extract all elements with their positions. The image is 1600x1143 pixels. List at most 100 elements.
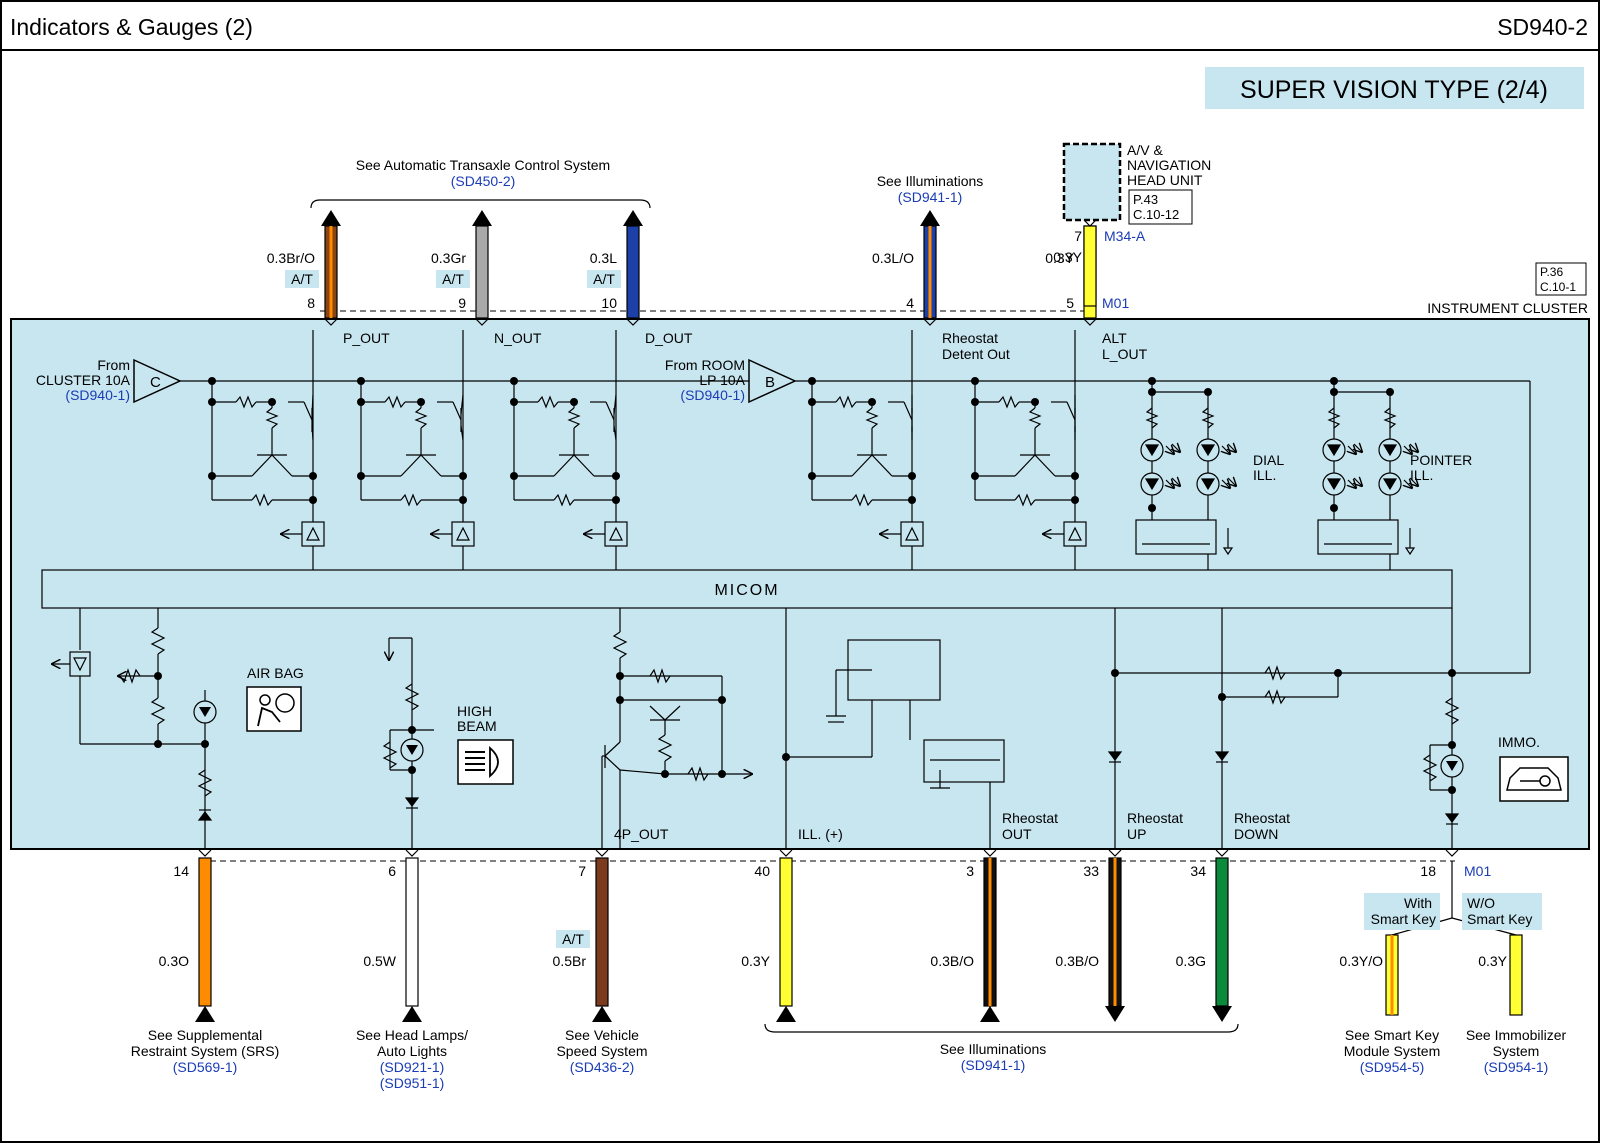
headunit-pin: 7 bbox=[1074, 228, 1082, 244]
bottom-wire-pin: 18 bbox=[1420, 863, 1436, 879]
vss-ref-1: See Vehicle bbox=[565, 1027, 639, 1043]
top-wire-arrow bbox=[623, 210, 643, 226]
top-wire-label: 0.3Br/O bbox=[267, 250, 315, 266]
atcs-ref-code: (SD450-2) bbox=[451, 173, 516, 189]
driver-resistor-2 bbox=[400, 493, 422, 507]
immo-icon bbox=[1499, 756, 1569, 802]
highbeam-node bbox=[408, 726, 416, 734]
bottom-wire-label: 0.3Y bbox=[741, 953, 770, 969]
bottom-wire-label: 0.3O bbox=[159, 953, 189, 969]
top-wire-arrow bbox=[920, 210, 940, 226]
bottom-wire-terminal bbox=[1108, 849, 1122, 857]
bottom-wire-arrow bbox=[980, 1006, 1000, 1022]
vss-output-circuit bbox=[601, 608, 752, 850]
input-c-from-1: From bbox=[97, 357, 130, 373]
illum-brace bbox=[764, 1023, 1239, 1033]
driver-node bbox=[510, 472, 518, 480]
top-wire-signal: D_OUT bbox=[645, 330, 693, 346]
wo-smartkey-wire bbox=[1509, 934, 1523, 1016]
driver-node bbox=[971, 398, 979, 406]
immo-ref-code: (SD954-1) bbox=[1484, 1059, 1549, 1075]
head-ref-2: Auto Lights bbox=[377, 1043, 447, 1059]
rheo-node-1 bbox=[1111, 669, 1119, 677]
smk-ref-1: See Smart Key bbox=[1345, 1027, 1439, 1043]
bottom-wire-terminal bbox=[405, 849, 419, 857]
top-wire-pin: 9 bbox=[458, 295, 466, 311]
immo-led-triangle bbox=[1446, 761, 1458, 771]
bottom-wire-tag: A/T bbox=[562, 931, 584, 947]
head-ref-1: See Head Lamps/ bbox=[356, 1027, 468, 1043]
top-wire-pin: 10 bbox=[601, 295, 617, 311]
driver-node bbox=[808, 377, 816, 385]
top-wire-label: 0.3L bbox=[590, 250, 617, 266]
led-ray bbox=[1228, 444, 1236, 452]
led-resistor bbox=[1145, 407, 1159, 429]
driver-node bbox=[570, 398, 578, 406]
input-b-from-1: From ROOM bbox=[665, 357, 745, 373]
cluster-name: INSTRUMENT CLUSTER bbox=[1427, 300, 1588, 316]
illum-bottom-ref-1: See Illuminations bbox=[940, 1041, 1047, 1057]
driver-buffer bbox=[451, 521, 475, 547]
bottom-wire-terminal bbox=[198, 849, 212, 857]
top-wire-label: 0.3Y bbox=[1045, 250, 1074, 266]
top-wire-label: 0.3Gr bbox=[431, 250, 466, 266]
transistor-leg bbox=[420, 454, 442, 477]
dial-led-array bbox=[1135, 381, 1236, 570]
led-ground-icon bbox=[1404, 547, 1416, 556]
top-wire-terminal bbox=[324, 318, 338, 326]
atcs-ref-label: See Automatic Transaxle Control System bbox=[356, 157, 610, 173]
driver-resistor bbox=[835, 395, 857, 409]
highbeam-label-2: BEAM bbox=[457, 718, 497, 734]
driver-node bbox=[510, 377, 518, 385]
led-triangle bbox=[1326, 478, 1342, 491]
top-wire-terminal bbox=[923, 318, 937, 326]
bottom-wire-body bbox=[1215, 857, 1229, 1007]
driver-node bbox=[208, 472, 216, 480]
wo-smartkey-1: W/O bbox=[1467, 895, 1495, 911]
wo-smartkey-box bbox=[1462, 893, 1542, 930]
driver-buffer-triangle bbox=[609, 526, 623, 541]
bottom-wire-pin: 40 bbox=[754, 863, 770, 879]
transistor-leg bbox=[553, 454, 575, 477]
wo-smartkey-wire-label: 0.3Y bbox=[1478, 953, 1507, 969]
vss-node-4 bbox=[661, 770, 669, 778]
driver-wire bbox=[452, 401, 462, 421]
bottom-wire-terminal bbox=[983, 849, 997, 857]
top-wire-connector: M01 bbox=[1102, 295, 1129, 311]
driver-node bbox=[208, 377, 216, 385]
driver-resistor bbox=[384, 395, 406, 409]
head-ref-code: (SD921-1) bbox=[380, 1059, 445, 1075]
immo-ref-1: See Immobilizer bbox=[1466, 1027, 1567, 1043]
transistor-leg bbox=[1034, 454, 1056, 477]
driver-node bbox=[510, 398, 518, 406]
transistor-leg bbox=[1014, 454, 1036, 477]
vss-ref-code: (SD436-2) bbox=[570, 1059, 635, 1075]
bottom-wire-signal: 4P_OUT bbox=[614, 826, 669, 842]
bottom-wire-6: 0.5W6 bbox=[363, 849, 422, 1022]
driver-node bbox=[357, 377, 365, 385]
driver-node bbox=[808, 398, 816, 406]
bottom-wire-label: 0.5Br bbox=[553, 953, 587, 969]
bottom-wire-label: 0.3B/O bbox=[1055, 953, 1099, 969]
led-node bbox=[1148, 377, 1156, 385]
driver-node bbox=[908, 496, 916, 504]
driver-node bbox=[459, 472, 467, 480]
headunit-name-2: NAVIGATION bbox=[1127, 157, 1211, 173]
driver-stage-1 bbox=[211, 330, 325, 570]
led-resistor bbox=[1383, 407, 1397, 429]
bottom-wire-signal: ILL. (+) bbox=[798, 826, 843, 842]
driver-stage-5 bbox=[974, 330, 1087, 570]
illum-bottom-ref-code: (SD941-1) bbox=[961, 1057, 1026, 1073]
led-triangle bbox=[1200, 444, 1216, 457]
airbag-node-2 bbox=[154, 740, 162, 748]
variant-title-box bbox=[1205, 67, 1584, 109]
driver-node bbox=[868, 398, 876, 406]
driver-resistor-2 bbox=[251, 493, 273, 507]
driver-buffer bbox=[604, 521, 628, 547]
